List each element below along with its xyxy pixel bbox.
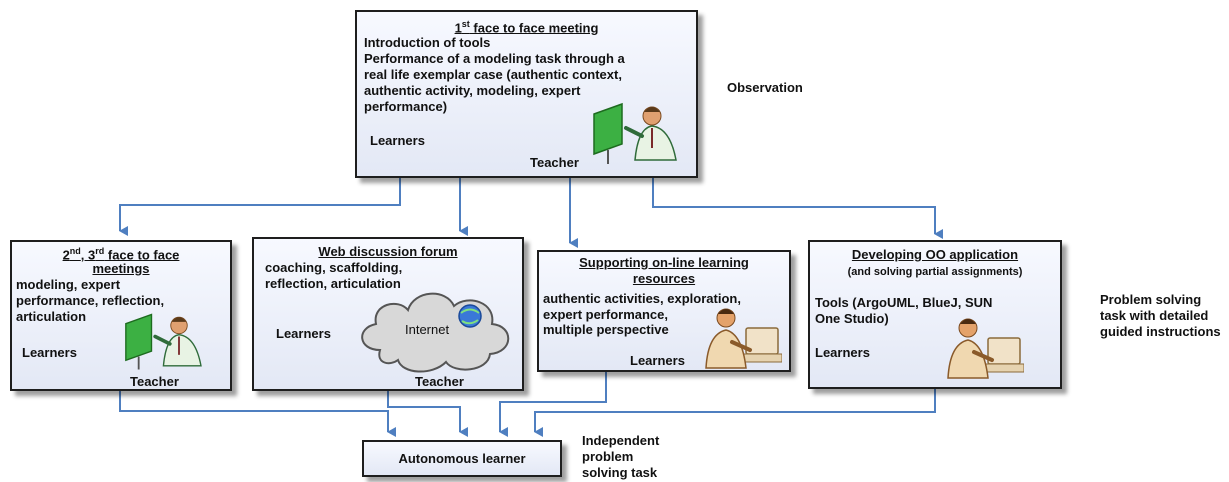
problem-solving-label-3: guided instructions <box>1100 324 1221 339</box>
forum-line2: reflection, articulation <box>265 276 401 291</box>
arrow-forum-to-auto <box>387 391 468 437</box>
learner-at-computer-icon <box>947 318 1024 379</box>
problem-solving-label-2: task with detailed <box>1100 308 1209 323</box>
first-meeting-teacher: Teacher <box>530 155 579 170</box>
forum-line1: coaching, scaffolding, <box>265 260 403 275</box>
first-meeting-learners: Learners <box>370 133 425 148</box>
arrow-to-meetings23 <box>119 178 401 236</box>
meetings23-line2: performance, reflection, <box>16 293 165 308</box>
oo-subtitle: (and solving partial assignments) <box>847 266 1023 278</box>
oo-title: Developing OO application <box>851 247 1019 262</box>
first-meeting-line4: authentic activity, modeling, expert <box>364 83 581 98</box>
learner-at-computer-icon <box>705 308 782 369</box>
arrow-oo-to-auto <box>534 389 936 437</box>
oo-learners: Learners <box>815 345 870 360</box>
first-meeting-line1: Introduction of tools <box>364 35 491 50</box>
teacher-presenting-icon <box>125 313 202 370</box>
meetings23-line1: modeling, expert <box>16 277 121 292</box>
independent-label-2: problem <box>582 449 634 464</box>
forum-title: Web discussion forum <box>318 244 458 259</box>
autonomous-learner-label: Autonomous learner <box>398 451 526 466</box>
meetings23-learners: Learners <box>22 345 77 360</box>
arrow-meetings23-to-auto <box>119 391 396 437</box>
meetings23-title2: meetings <box>92 261 150 276</box>
resources-title2: resources <box>632 271 696 286</box>
first-meeting-line5: performance) <box>364 99 448 114</box>
first-meeting-line2: Performance of a modeling task through a <box>364 51 625 66</box>
resources-line3: multiple perspective <box>543 322 669 337</box>
first-meeting-line3: real life exemplar case (authentic conte… <box>364 67 622 82</box>
problem-solving-label-1: Problem solving <box>1100 292 1202 307</box>
independent-label-3: solving task <box>582 465 658 480</box>
teacher-presenting-icon <box>593 102 677 164</box>
resources-title1: Supporting on-line learning <box>579 255 749 270</box>
internet-cloud-icon <box>361 292 510 373</box>
forum-learners: Learners <box>276 326 331 341</box>
resources-line2: expert performance, <box>543 307 668 322</box>
first-meeting-title: 1st face to face meeting <box>454 19 599 36</box>
oo-line1: Tools (ArgoUML, BlueJ, SUN <box>815 295 993 310</box>
arrow-resources-to-auto <box>499 372 607 437</box>
meetings23-title: 2nd, 3rd face to face <box>62 246 180 263</box>
forum-teacher: Teacher <box>415 374 464 389</box>
resources-learners: Learners <box>630 353 685 368</box>
arrow-to-oo <box>652 178 943 239</box>
oo-line2: One Studio) <box>815 311 889 326</box>
resources-line1: authentic activities, exploration, <box>543 291 741 306</box>
meetings23-line3: articulation <box>16 309 87 324</box>
meetings23-teacher: Teacher <box>130 374 179 389</box>
independent-label-1: Independent <box>582 433 660 448</box>
observation-label: Observation <box>727 80 803 95</box>
box-autonomous-learner <box>362 440 562 477</box>
forum-internet-label: Internet <box>405 322 450 337</box>
